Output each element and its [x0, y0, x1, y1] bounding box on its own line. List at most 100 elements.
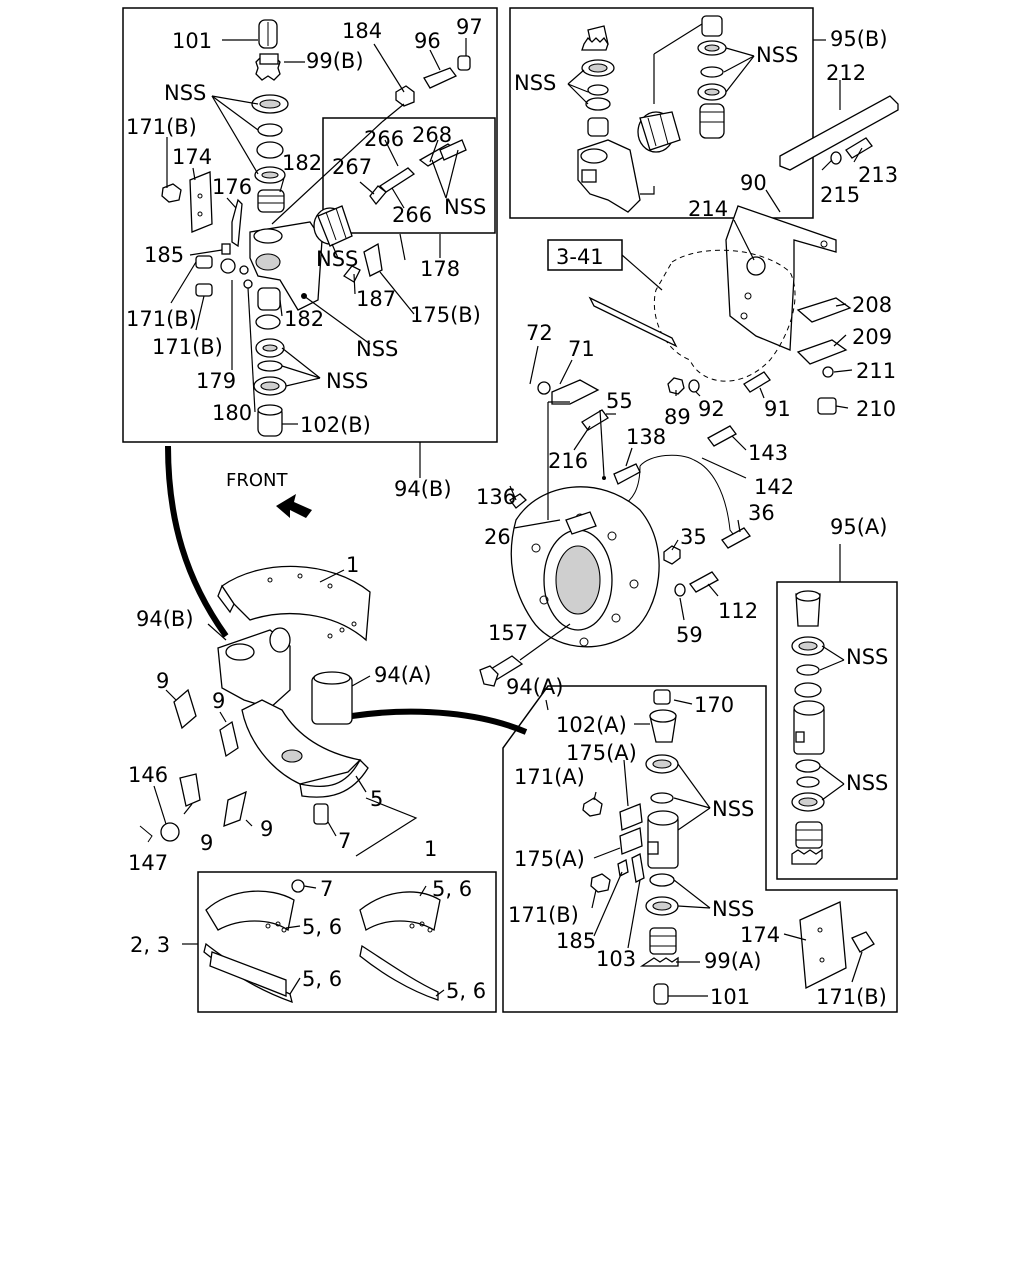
label-185-a: 185 [556, 929, 596, 953]
label-90: 90 [740, 171, 767, 195]
label-94a-box: 94(A) [506, 675, 563, 699]
label-26: 26 [484, 525, 511, 549]
label-95a: 95(A) [830, 515, 887, 539]
label-94b-shoe: 94(B) [136, 607, 194, 631]
label-2-3: 2, 3 [130, 933, 170, 957]
label-nss-b5: NSS [326, 369, 368, 393]
label-210: 210 [856, 397, 896, 421]
label-103: 103 [596, 947, 636, 971]
label-101-top: 101 [172, 29, 212, 53]
box-178-detail [322, 117, 496, 234]
label-146: 146 [128, 763, 168, 787]
label-9-d: 9 [260, 817, 273, 841]
label-99b: 99(B) [306, 49, 364, 73]
label-71: 71 [568, 337, 595, 361]
label-1-top: 1 [346, 553, 359, 577]
label-nss-b4: NSS [356, 337, 398, 361]
leaders-94b [166, 38, 467, 478]
label-9-b: 9 [212, 689, 225, 713]
label-102a: 102(A) [556, 713, 627, 737]
label-212: 212 [826, 61, 866, 85]
label-nss-k2: NSS [846, 771, 888, 795]
label-72: 72 [526, 321, 553, 345]
label-175b: 175(B) [410, 303, 481, 327]
label-176: 176 [212, 175, 252, 199]
label-nss-b2: NSS [444, 195, 486, 219]
label-101-bottom: 101 [710, 985, 750, 1009]
label-96: 96 [414, 29, 441, 53]
label-268: 268 [412, 123, 452, 147]
label-102b: 102(B) [300, 413, 371, 437]
label-9-a: 9 [156, 669, 169, 693]
label-112: 112 [718, 599, 758, 623]
label-nss-b1: NSS [164, 81, 206, 105]
label-178: 178 [420, 257, 460, 281]
leaders-95a [819, 544, 845, 801]
label-97: 97 [456, 15, 483, 39]
label-nss-k1: NSS [846, 645, 888, 669]
label-nss-c2: NSS [756, 43, 798, 67]
label-185: 185 [144, 243, 184, 267]
label-213: 213 [858, 163, 898, 187]
label-143: 143 [748, 441, 788, 465]
label-nss-b3: NSS [316, 247, 358, 271]
label-171a: 171(A) [514, 765, 585, 789]
label-171b-a: 171(B) [508, 903, 579, 927]
label-35: 35 [680, 525, 707, 549]
label-89: 89 [664, 405, 691, 429]
label-182-a: 182 [282, 151, 322, 175]
wheel-cylinder-95b-parts [577, 15, 727, 213]
label-7-lining: 7 [320, 877, 333, 901]
label-174-a: 174 [740, 923, 780, 947]
front-arrow [276, 494, 312, 518]
label-170: 170 [694, 693, 734, 717]
label-266-b: 266 [392, 203, 432, 227]
label-nss-a2: NSS [712, 897, 754, 921]
label-187: 187 [356, 287, 396, 311]
label-94b-box: 94(B) [394, 477, 452, 501]
label-5-6-b: 5, 6 [302, 915, 342, 939]
leaders-right [509, 80, 863, 661]
label-209: 209 [852, 325, 892, 349]
label-5: 5 [370, 787, 383, 811]
label-179: 179 [196, 369, 236, 393]
label-5-6-c: 5, 6 [302, 967, 342, 991]
label-175a-1: 175(A) [566, 741, 637, 765]
label-front: FRONT [226, 470, 288, 491]
label-215: 215 [820, 183, 860, 207]
leaders-94a [545, 699, 863, 997]
lining-parts [203, 879, 441, 1004]
label-184: 184 [342, 19, 382, 43]
label-211: 211 [856, 359, 896, 383]
label-267: 267 [332, 155, 372, 179]
label-216: 216 [548, 449, 588, 473]
connector-94a [351, 708, 528, 735]
box-94a-detail [502, 685, 898, 1013]
label-171b-1: 171(B) [126, 115, 197, 139]
label-95b: 95(B) [830, 27, 888, 51]
box-94b-detail [122, 7, 498, 443]
label-208: 208 [852, 293, 892, 317]
label-7-shoe: 7 [338, 829, 351, 853]
label-175a-2: 175(A) [514, 847, 585, 871]
label-nss-c1: NSS [514, 71, 556, 95]
leaders-linings [182, 885, 445, 997]
label-99a: 99(A) [704, 949, 761, 973]
label-91: 91 [764, 397, 791, 421]
label-147: 147 [128, 851, 168, 875]
box-95a-detail [776, 581, 898, 880]
connector-94b [165, 445, 229, 638]
label-1-bottom: 1 [424, 837, 437, 861]
label-142: 142 [754, 475, 794, 499]
wheel-cylinder-94b-parts [161, 19, 471, 437]
wheel-cylinder-95a-parts [791, 590, 825, 865]
label-92: 92 [698, 397, 725, 421]
leaders-shoes [153, 569, 418, 857]
label-94a-shoe: 94(A) [374, 663, 431, 687]
label-171b-a2: 171(B) [816, 985, 887, 1009]
label-171b-2: 171(B) [126, 307, 197, 331]
label-138: 138 [626, 425, 666, 449]
label-182-b: 182 [284, 307, 324, 331]
label-36: 36 [748, 501, 775, 525]
